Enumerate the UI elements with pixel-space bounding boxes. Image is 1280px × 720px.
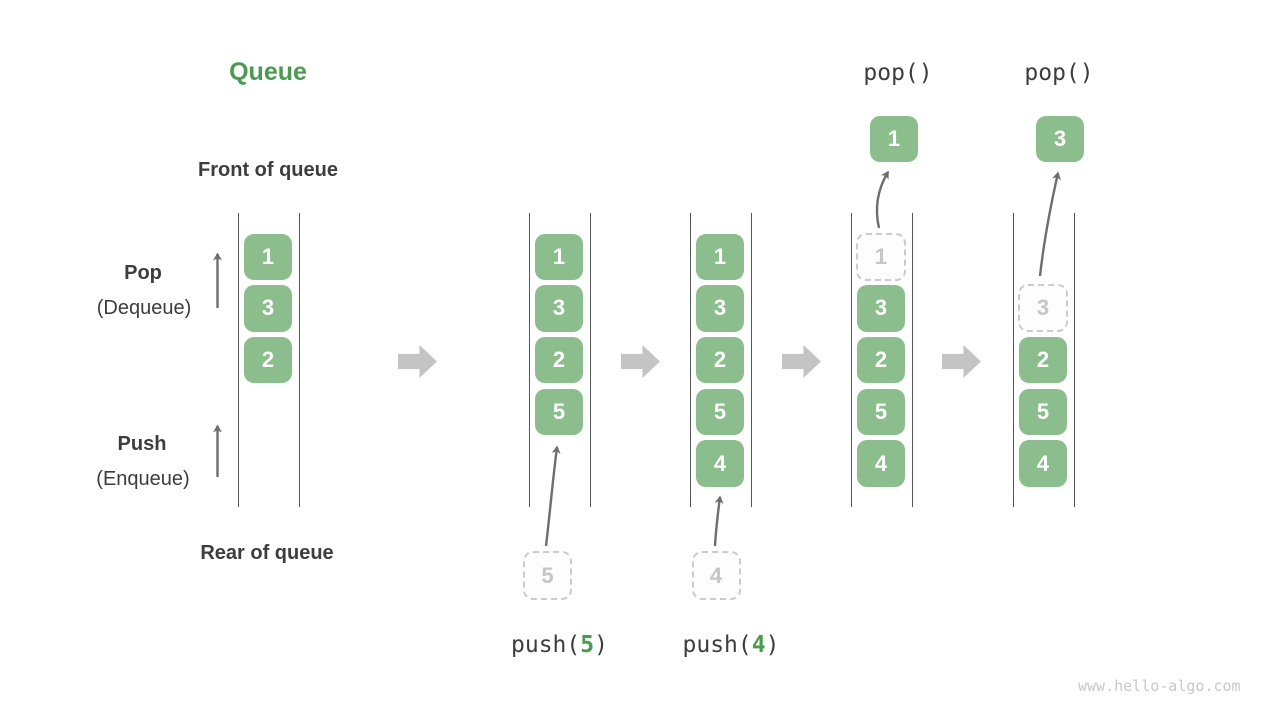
queue-element: 3: [857, 285, 905, 332]
push-call-label: push(5): [511, 632, 608, 658]
push-arrow: [544, 445, 561, 547]
push-arrow: [713, 495, 724, 547]
transition-arrow: [398, 345, 437, 378]
transition-arrow: [782, 345, 821, 378]
queue-wall-right: [298, 213, 300, 507]
push-call-suffix: ): [765, 632, 780, 658]
queue-wall-left: [850, 213, 852, 507]
queue-element: 4: [1019, 440, 1067, 487]
queue-element: 5: [1019, 388, 1067, 436]
pop-arrow: [875, 170, 890, 229]
diagram-title: Queue: [229, 58, 307, 86]
queue-element: 4: [696, 440, 744, 487]
pop-call-label: pop(): [863, 60, 933, 86]
push-call-prefix: push(: [511, 632, 581, 658]
queue-element: 3: [696, 285, 744, 332]
queue-element: 3: [535, 285, 583, 332]
queue-element-removed: 3: [1018, 284, 1068, 333]
pop-arrow: [1038, 171, 1061, 277]
push-call-prefix: push(: [682, 632, 752, 658]
queue-element: 1: [696, 233, 744, 280]
queue-wall-right: [589, 213, 591, 507]
queue-element: 1: [244, 233, 292, 280]
push-call-suffix: ): [594, 632, 608, 658]
queue-element: 4: [857, 440, 905, 487]
pop-operation-sublabel: (Dequeue): [96, 297, 192, 319]
push-call-label: push(4): [683, 632, 780, 658]
popped-element: 1: [870, 116, 918, 162]
queue-element: 5: [857, 388, 905, 436]
push-operation-label: Push: [117, 433, 167, 455]
pop-call-label: pop(): [1024, 60, 1094, 86]
queue-wall-left: [689, 213, 691, 507]
rear-of-queue-label: Rear of queue: [200, 542, 334, 564]
queue-element-removed: 1: [856, 232, 906, 281]
incoming-element: 5: [523, 551, 572, 600]
queue-wall-left: [1012, 213, 1014, 507]
transition-arrow: [621, 345, 660, 378]
queue-element: 1: [535, 233, 583, 280]
watermark: www.hello-algo.com: [1078, 677, 1241, 695]
queue-element: 2: [1019, 336, 1067, 384]
push-operation-sublabel: (Enqueue): [96, 468, 190, 490]
queue-element: 3: [244, 285, 292, 332]
incoming-element: 4: [691, 551, 741, 600]
queue-element: 5: [535, 388, 583, 436]
transition-arrow: [942, 345, 981, 378]
queue-element: 2: [244, 336, 292, 384]
queue-wall-right: [911, 213, 913, 507]
queue-element: 5: [696, 388, 744, 436]
push-call-arg: 5: [580, 632, 595, 658]
queue-wall-right: [750, 213, 752, 507]
queue-element: 2: [857, 336, 905, 384]
queue-wall-left: [528, 213, 530, 507]
pop-operation-label: Pop: [124, 262, 162, 284]
front-of-queue-label: Front of queue: [198, 159, 338, 181]
queue-element: 2: [696, 336, 744, 384]
queue-wall-right: [1073, 213, 1075, 507]
queue-element: 2: [535, 336, 583, 384]
popped-element: 3: [1036, 116, 1084, 162]
push-call-arg: 4: [751, 632, 766, 658]
queue-wall-left: [237, 213, 239, 507]
